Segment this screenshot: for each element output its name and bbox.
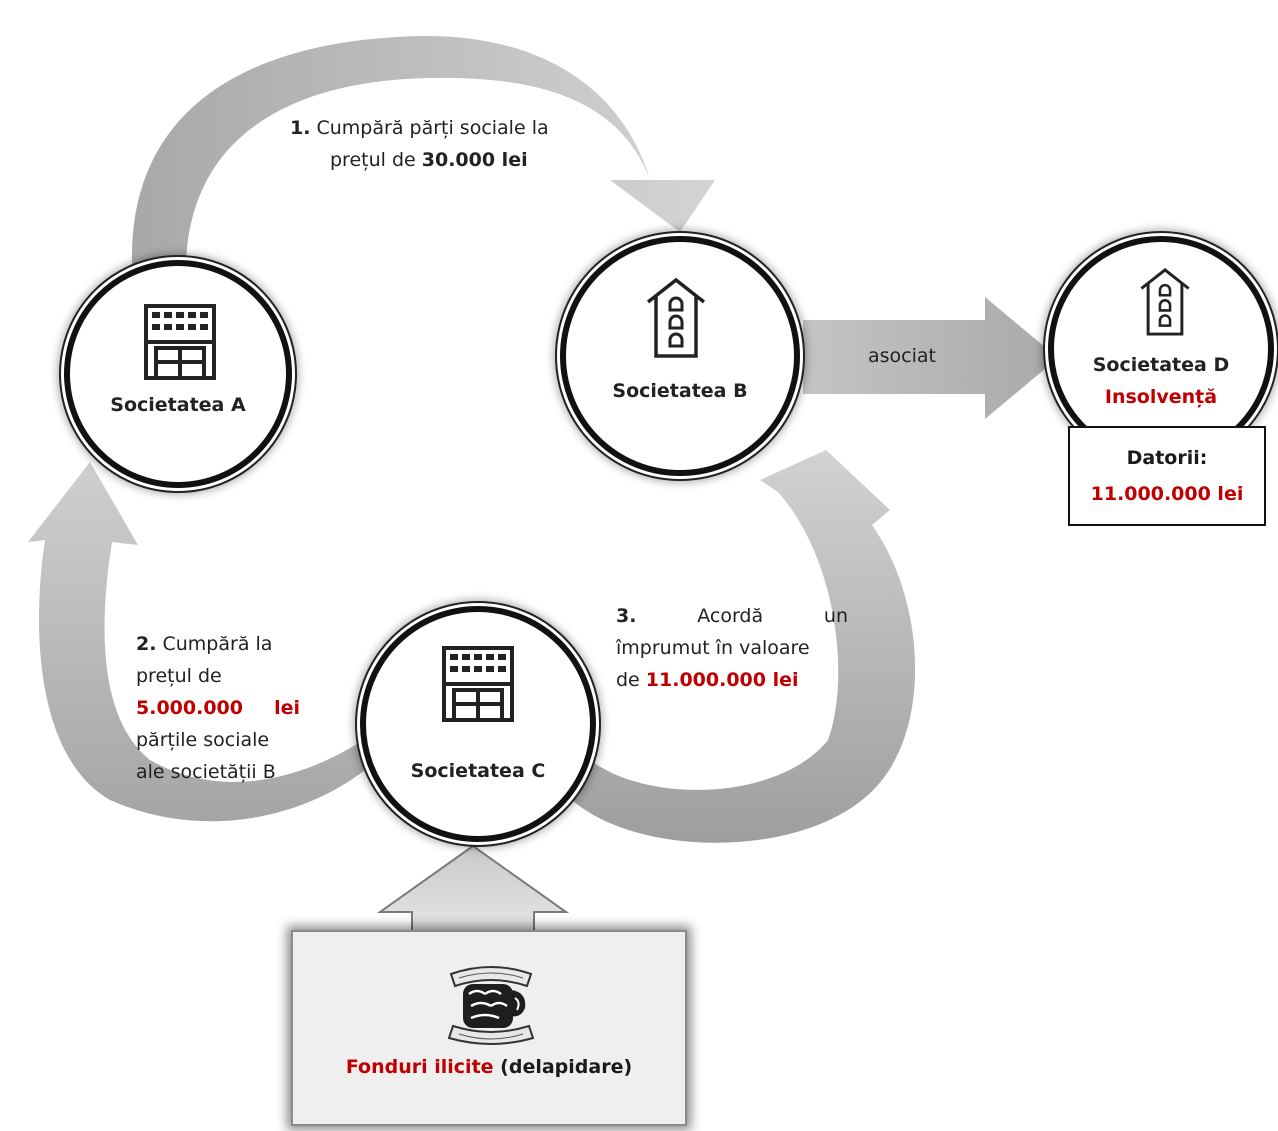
illicit-funds-highlight: Fonduri ilicite bbox=[345, 1056, 494, 1078]
step2-amount-unit: lei bbox=[274, 697, 300, 719]
step2-line4: părțile sociale bbox=[136, 729, 270, 751]
illicit-funds-box: Fonduri ilicite (delapidare) bbox=[291, 930, 687, 1126]
office-building-icon bbox=[144, 304, 216, 380]
fist-money-icon bbox=[447, 966, 535, 1045]
debt-box: Datorii: 11.000.000 lei bbox=[1068, 426, 1266, 526]
debt-label: Datorii: bbox=[1126, 447, 1208, 469]
node-b-label: Societatea B bbox=[612, 380, 748, 402]
step2-line5: ale societății B bbox=[136, 761, 276, 783]
step3-text: 3. Acordă un împrumut în valoare de 11.0… bbox=[616, 600, 848, 696]
step2-line1: Cumpără la bbox=[156, 633, 273, 655]
node-a-label: Societatea A bbox=[110, 394, 246, 416]
node-d-status: Insolvență bbox=[1104, 386, 1218, 408]
step1-line1: Cumpără părți sociale la bbox=[310, 117, 549, 139]
illicit-funds-label: Fonduri ilicite (delapidare) bbox=[293, 1056, 685, 1078]
arrow-a-to-b bbox=[131, 35, 716, 265]
illicit-funds-detail: (delapidare) bbox=[493, 1056, 633, 1078]
node-societatea-d: Societatea D Insolvență bbox=[1048, 236, 1274, 462]
step1-number: 1. bbox=[290, 117, 311, 139]
step2-line2: prețul de bbox=[136, 665, 222, 687]
step3-amount: 11.000.000 lei bbox=[645, 669, 799, 691]
arrow-b-to-d bbox=[803, 297, 1058, 419]
office-building-icon bbox=[442, 646, 514, 722]
step2-amount-number: 5.000.000 bbox=[136, 697, 243, 719]
step3-word2: un bbox=[823, 605, 848, 627]
step3-number: 3. bbox=[616, 605, 637, 627]
step3-line2: împrumut în valoare bbox=[616, 637, 810, 659]
node-d-label: Societatea D bbox=[1092, 354, 1230, 376]
tower-building-icon bbox=[1140, 268, 1190, 336]
step1-text: 1. Cumpără părți sociale la prețul de 30… bbox=[290, 112, 590, 176]
arrow-c-to-a bbox=[28, 462, 365, 822]
associate-label: asociat bbox=[868, 345, 936, 367]
step2-text: 2. Cumpără la prețul de 5.000.000 lei pă… bbox=[136, 628, 300, 788]
tower-building-icon bbox=[646, 277, 706, 358]
step1-amount: 30.000 lei bbox=[421, 149, 528, 171]
node-c-label: Societatea C bbox=[410, 760, 546, 782]
step3-word1: Acordă bbox=[697, 605, 764, 627]
step3-line3: de bbox=[616, 669, 646, 691]
arrow-funds-to-c bbox=[376, 844, 570, 934]
node-societatea-b: Societatea B bbox=[560, 236, 800, 476]
node-societatea-a: Societatea A bbox=[64, 260, 292, 488]
arrow-c-to-b bbox=[572, 450, 916, 843]
debt-amount: 11.000.000 lei bbox=[1090, 483, 1244, 505]
step1-line2: prețul de bbox=[330, 149, 422, 171]
node-societatea-c: Societatea C bbox=[360, 606, 596, 842]
step2-number: 2. bbox=[136, 633, 157, 655]
